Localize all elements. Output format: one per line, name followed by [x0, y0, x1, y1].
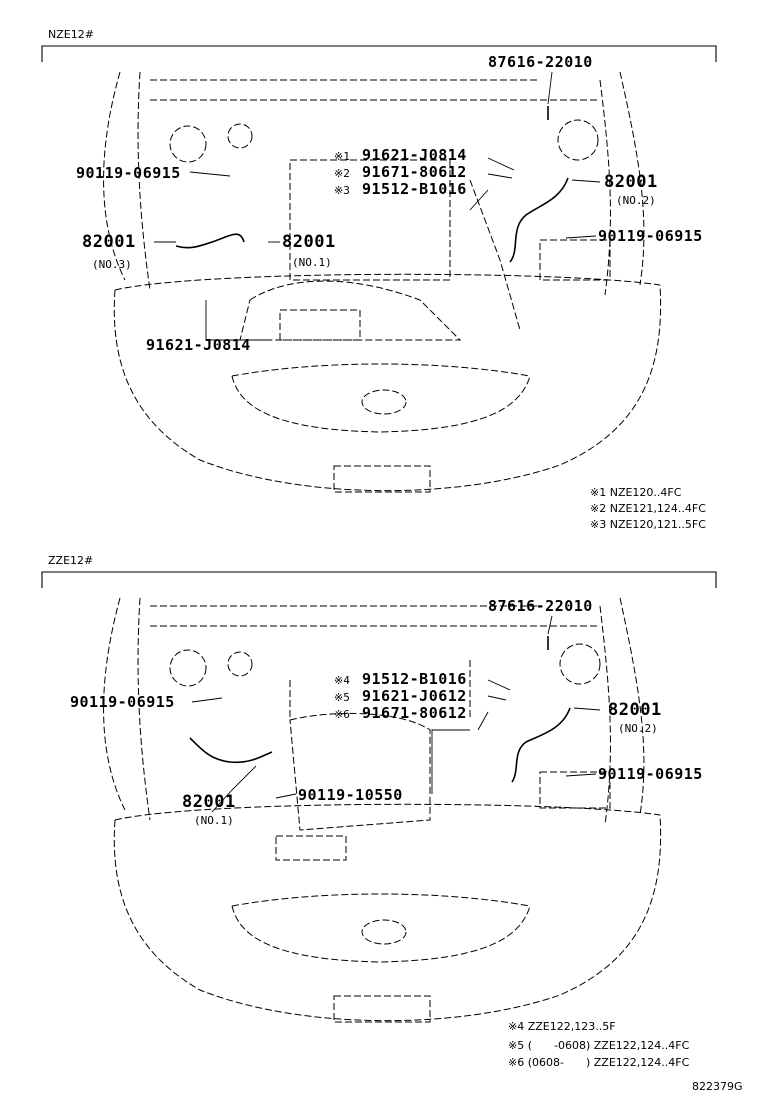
part-91512-n3: 91512-B1016	[362, 180, 467, 198]
car-drawing-bottom	[103, 597, 662, 1023]
part-91621-bottom-top: 91621-J0814	[146, 336, 251, 354]
note-mark-1: ※1	[334, 150, 350, 163]
part-82001-no1-bottom: 82001	[182, 792, 236, 812]
footnote-4: ※4 ZZE122,123..5F	[508, 1020, 616, 1033]
part-91671-n2: 91671-80612	[362, 163, 467, 181]
cable-no3	[175, 233, 245, 249]
note-mark-2: ※2	[334, 167, 350, 180]
part-91512-n4: 91512-B1016	[362, 670, 467, 688]
part-90119-right-bottom: 90119-06915	[598, 765, 703, 783]
section2-title: ZZE12#	[48, 554, 94, 567]
part-82001-no2-bottom: 82001	[608, 700, 662, 720]
part-87616-bottom: 87616-22010	[488, 597, 593, 615]
part-91621-n5: 91621-J0612	[362, 687, 467, 705]
note-mark-4: ※4	[334, 674, 350, 687]
part-90119-right-top: 90119-06915	[598, 227, 703, 245]
part-82001-no3: 82001	[82, 232, 136, 252]
footnote-3: ※3 NZE120,121..5FC	[590, 518, 706, 531]
cable2-no2	[511, 707, 571, 783]
section1-title: NZE12#	[48, 28, 94, 41]
note-mark-5: ※5	[334, 691, 350, 704]
part-87616-top: 87616-22010	[488, 53, 593, 71]
cable-no2	[509, 177, 569, 263]
part-90119-left-top: 90119-06915	[76, 164, 181, 182]
part-90119-left-bottom: 90119-06915	[70, 693, 175, 711]
part-82001-no2-top: 82001	[604, 172, 658, 192]
label-no1-top: (NO.1)	[292, 256, 332, 269]
part-90119-10550: 90119-10550	[298, 786, 403, 804]
footnote-2: ※2 NZE121,124..4FC	[590, 502, 706, 515]
label-no2-top: (NO.2)	[616, 194, 656, 207]
section1-frame	[41, 45, 717, 62]
car-drawing-top	[103, 71, 662, 493]
section2-frame	[41, 571, 717, 588]
footnote-6: ※6 (0608- ) ZZE122,124..4FC	[508, 1056, 690, 1069]
part-91621-n1: 91621-J0814	[362, 146, 467, 164]
label-no3: (NO.3)	[92, 258, 132, 271]
cable2-no1	[189, 737, 273, 764]
footnote-5: ※5 ( -0608) ZZE122,124..4FC	[508, 1039, 690, 1052]
part-82001-no1-top: 82001	[282, 232, 336, 252]
part-91671-n6: 91671-80612	[362, 704, 467, 722]
footnote-1: ※1 NZE120..4FC	[590, 486, 682, 499]
note-mark-3: ※3	[334, 184, 350, 197]
label-no2-bottom: (NO.2)	[618, 722, 658, 735]
label-no1-bottom: (NO.1)	[194, 814, 234, 827]
figure-code: 822379G	[692, 1080, 743, 1093]
note-mark-6: ※6	[334, 708, 350, 721]
